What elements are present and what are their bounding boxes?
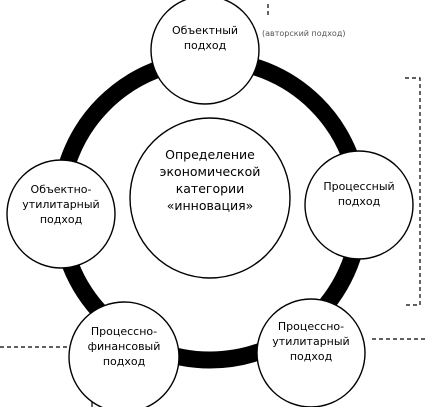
node-label-process: Процессный подход bbox=[299, 179, 419, 209]
node-label-line: подход bbox=[39, 213, 83, 226]
node-label-line: Процессный bbox=[323, 180, 395, 193]
center-label-line: категории bbox=[175, 181, 245, 196]
node-label-line: подход bbox=[337, 195, 381, 208]
node-label-line: подход bbox=[183, 39, 227, 52]
node-label-line: утилитарный bbox=[272, 335, 350, 348]
center-label: Определение экономической категории «инн… bbox=[140, 146, 280, 214]
center-label-line: Определение bbox=[165, 147, 255, 162]
node-circle-process-financial bbox=[68, 301, 180, 407]
center-label-line: «инновация» bbox=[166, 198, 254, 213]
node-label-line: Объектный bbox=[171, 24, 239, 37]
node-label-object: Объектный подход bbox=[145, 23, 265, 53]
node-circle-object bbox=[150, 0, 260, 105]
node-circle-process bbox=[304, 150, 414, 260]
side-note: (авторский подход) bbox=[262, 29, 346, 38]
node-label-line: Процессно- bbox=[90, 325, 158, 338]
node-label-line: подход bbox=[102, 355, 146, 368]
dashed-brackets bbox=[0, 4, 428, 348]
node-label-process-financial: Процессно- финансовый подход bbox=[64, 324, 184, 369]
node-label-line: утилитарный bbox=[22, 198, 100, 211]
node-label-line: Процессно- bbox=[277, 320, 345, 333]
node-label-line: финансовый bbox=[87, 340, 161, 353]
node-label-process-utilitarian: Процессно- утилитарный подход bbox=[251, 319, 371, 364]
node-circle-process-utilitarian bbox=[256, 298, 366, 407]
node-circle-object-utilitarian bbox=[6, 159, 116, 269]
center-label-line: экономической bbox=[159, 164, 261, 179]
node-label-line: Объектно- bbox=[30, 183, 92, 196]
center-circle bbox=[129, 117, 291, 279]
node-label-line: подход bbox=[289, 350, 333, 363]
node-label-object-utilitarian: Объектно- утилитарный подход bbox=[1, 182, 121, 227]
